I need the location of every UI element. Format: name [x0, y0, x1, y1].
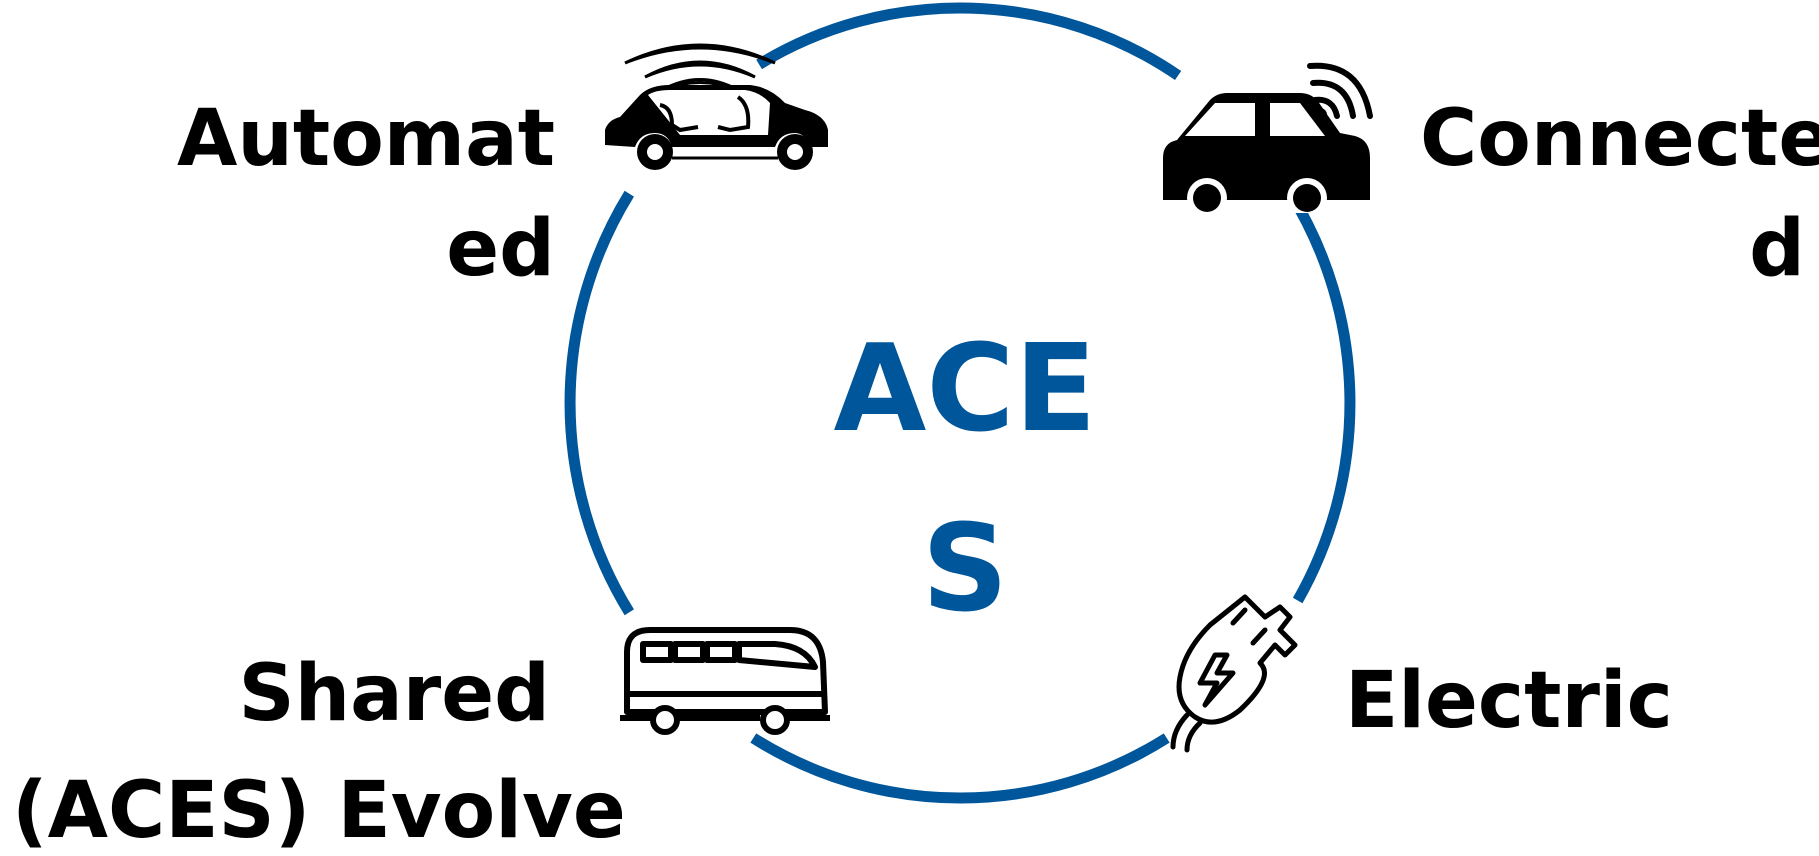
- arc-right: [1286, 190, 1356, 604]
- automated-label: Automat ed: [150, 100, 555, 288]
- shared-label: Shared: [150, 655, 550, 733]
- electric-label: Electric: [1345, 656, 1673, 746]
- electric-plug-icon: [1170, 594, 1298, 753]
- center-title-line2: S: [921, 500, 1009, 639]
- automated-label-line2: ed: [446, 204, 555, 294]
- autonomous-car-icon: [605, 43, 828, 170]
- aces-evolve-label: (ACES) Evolve: [12, 766, 626, 856]
- connected-label-line2: d: [1749, 204, 1805, 294]
- automated-label-line1: Automat: [177, 94, 555, 184]
- bus-icon: [620, 627, 830, 735]
- center-title-line1: ACE: [833, 320, 1097, 459]
- connected-car-icon: [1163, 62, 1373, 213]
- shared-label-text: Shared: [238, 649, 550, 739]
- arc-top: [756, 2, 1182, 81]
- arc-left: [564, 190, 634, 616]
- connected-label: Connecte d: [1420, 94, 1819, 294]
- arc-bottom: [750, 733, 1170, 804]
- connected-label-line1: Connecte: [1420, 94, 1819, 184]
- center-title: ACE S: [790, 330, 1140, 630]
